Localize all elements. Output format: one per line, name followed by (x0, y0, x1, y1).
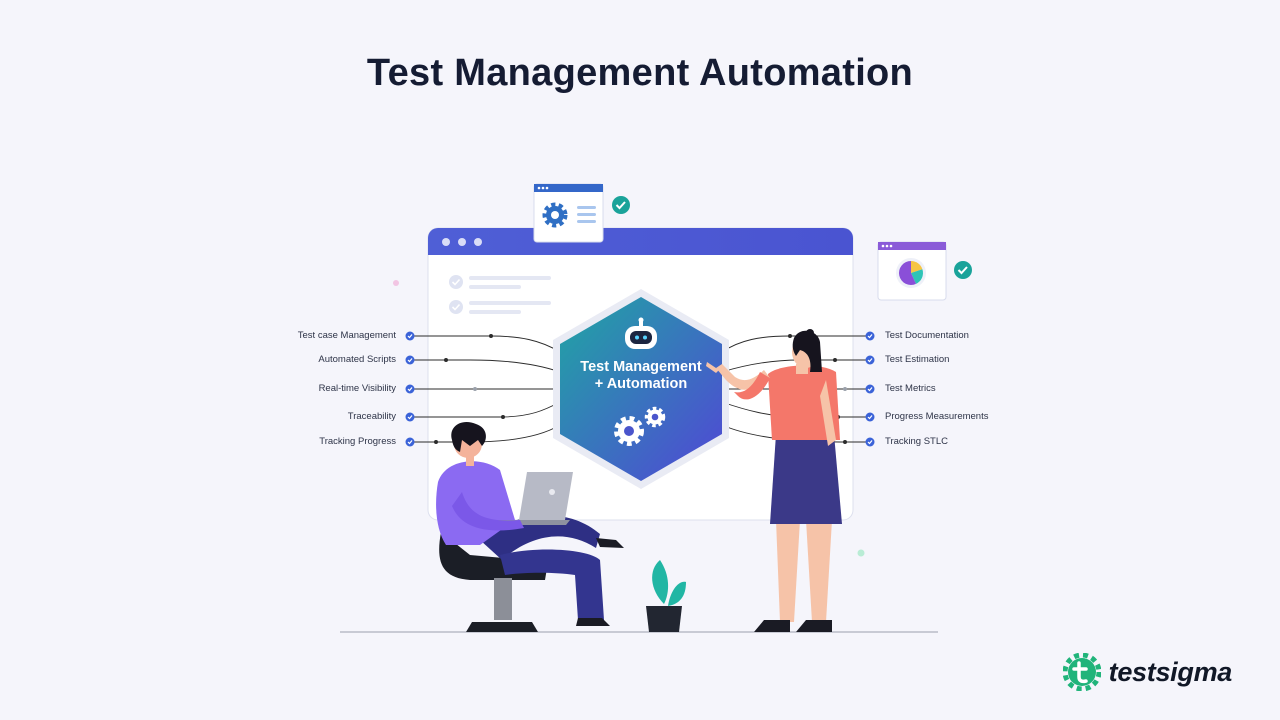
right-check-icons (865, 331, 875, 447)
hexagon-title: Test Management + Automation (556, 359, 726, 393)
right-feature-label: Test Estimation (885, 354, 950, 365)
right-feature-label: Test Documentation (885, 330, 969, 341)
pie-chart-icon (896, 258, 926, 288)
right-feature-label: Tracking STLC (885, 436, 948, 447)
left-connector-dots (434, 334, 505, 444)
hexagon-title-line1: Test Management (580, 359, 702, 375)
checklist (449, 275, 551, 314)
right-feature-label: Test Metrics (885, 383, 936, 394)
left-feature-label: Tracking Progress (319, 436, 396, 447)
left-feature-label: Automated Scripts (318, 354, 396, 365)
decor-dot (857, 549, 865, 557)
hexagon-title-line2: + Automation (594, 376, 688, 392)
left-feature-label: Real-time Visibility (318, 383, 396, 394)
brand-logo: testsigma (1062, 652, 1233, 692)
metrics-card (877, 241, 947, 301)
left-feature-label: Test case Management (297, 330, 396, 341)
decor-dot (393, 280, 399, 286)
center-hexagon (553, 289, 729, 489)
brand-name: testsigma (1108, 656, 1233, 687)
gear-icon (542, 202, 568, 228)
standing-person (706, 329, 842, 632)
left-check-icons (405, 331, 415, 447)
window-dot-icon (442, 238, 450, 246)
robot-icon (625, 317, 657, 349)
right-feature-label: Progress Measurements (885, 411, 989, 422)
window-dot-icon (458, 238, 466, 246)
gears-icon (614, 406, 666, 446)
settings-card (533, 183, 604, 243)
page-title: Test Management Automation (366, 52, 914, 94)
testsigma-logo-icon (1062, 653, 1101, 691)
plant-icon (646, 560, 686, 632)
window-dot-icon (474, 238, 482, 246)
check-circle-icon (954, 261, 972, 279)
check-circle-icon (612, 196, 630, 214)
left-feature-label: Traceability (347, 411, 396, 422)
sitting-person (436, 421, 624, 632)
